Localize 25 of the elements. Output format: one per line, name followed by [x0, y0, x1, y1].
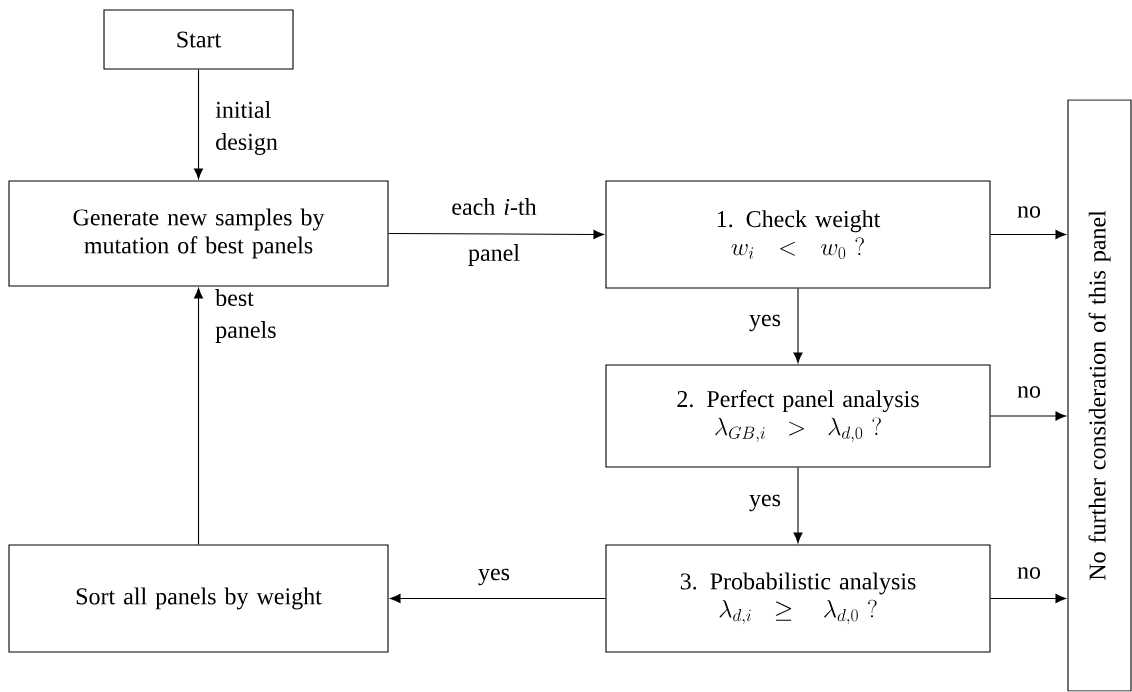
arrow — [193, 69, 204, 179]
edge-label: best panels — [215, 289, 276, 343]
edge-label: yes — [749, 494, 781, 512]
edge-label: no — [1017, 567, 1041, 579]
arrow — [388, 229, 604, 239]
arrow — [793, 467, 803, 543]
arrow — [793, 288, 803, 363]
process-box: 2. Perfect panel analysis $\lambda_{GB,i} > \lambda_{d,0}\ ?$ — [605, 364, 991, 468]
tall-box: No further consideration of this panel — [1067, 99, 1132, 692]
process-box: 3. Probabilistic analysis $\lambda_{d,i} \geq\ \lambda_{d,0}\ ?$ — [605, 544, 991, 653]
edge-label: no — [1017, 206, 1041, 218]
arrow — [990, 593, 1066, 604]
edge-label: yes — [749, 314, 781, 332]
arrow — [990, 229, 1066, 240]
arrow — [390, 593, 606, 604]
process-box: Start — [103, 9, 294, 70]
arrow — [193, 288, 204, 545]
process-box: Sort all panels by weight — [8, 544, 389, 653]
edge-label: no — [1017, 386, 1041, 398]
process-box: 1. Check weight $w_i < w_0\ ?$ — [605, 180, 991, 289]
edge-label: initial design — [215, 101, 278, 155]
edge-label: each i-th panel — [452, 198, 537, 266]
arrow — [990, 411, 1066, 421]
edge-label: yes — [478, 568, 510, 586]
process-box: Generate new samples by mutation of best panels — [8, 180, 389, 287]
